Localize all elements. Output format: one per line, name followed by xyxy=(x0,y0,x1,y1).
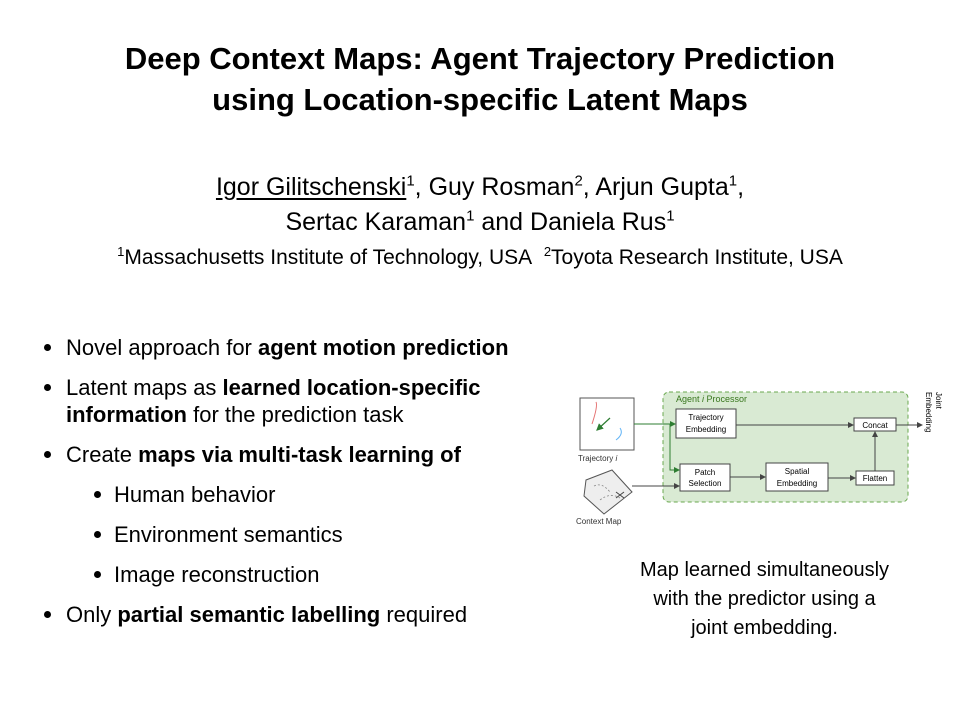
bullet-dot-icon xyxy=(44,344,51,351)
bullet-text: required xyxy=(380,602,468,627)
bullet-item: Latent maps as learned location-specific… xyxy=(44,374,584,428)
joint-embedding-label: Joint xyxy=(934,392,943,410)
caption-line-2: with the predictor using a xyxy=(653,588,876,610)
bullet-dot-icon xyxy=(44,451,51,458)
agent-processor-label: Agent i Processor xyxy=(676,394,747,404)
author-line-1: Igor Gilitschenski1, Guy Rosman2, Arjun … xyxy=(0,170,960,205)
diagram-caption: Map learned simultaneously with the pred… xyxy=(592,556,937,643)
bullet-bold-text: partial semantic labelling xyxy=(117,602,381,627)
context-map-texture-icon xyxy=(593,484,621,501)
caption-line-3: joint embedding. xyxy=(691,617,838,639)
affil-2: Toyota Research Institute, USA xyxy=(551,246,843,269)
author-list: Igor Gilitschenski1, Guy Rosman2, Arjun … xyxy=(0,170,960,240)
bullet-text: for the prediction task xyxy=(187,402,404,427)
author-daniela: Daniela Rus xyxy=(530,208,667,236)
sub-bullet-text: Image reconstruction xyxy=(114,562,320,587)
edge-trajectory-to-patch xyxy=(669,424,680,473)
trajectory-embedding-label: Trajectory xyxy=(688,413,723,422)
joint-embedding-label: Embedding xyxy=(924,392,933,432)
author-arjun-affil: 1 xyxy=(728,172,738,190)
author-sertac-affil: 1 xyxy=(466,207,475,225)
author-sep: , xyxy=(414,173,429,201)
bullet-item: Create maps via multi-task learning of xyxy=(44,441,584,468)
sub-bullet-item: Human behavior xyxy=(44,481,584,508)
patch-selection-label: Selection xyxy=(689,479,722,488)
bullet-dot-icon xyxy=(94,571,101,578)
trajectory-image xyxy=(579,397,635,451)
affil-2-sup: 2 xyxy=(543,244,552,259)
sub-bullet-text: Environment semantics xyxy=(114,522,343,547)
affil-1-sup: 1 xyxy=(117,244,125,259)
author-arjun: Arjun Gupta xyxy=(595,173,729,201)
author-sep: , xyxy=(582,173,596,201)
title-line-1: Deep Context Maps: Agent Trajectory Pred… xyxy=(124,41,836,76)
spatial-embedding-box xyxy=(765,462,829,492)
patch-selection-label: Patch xyxy=(695,468,715,477)
bullet-bold-text: maps via multi-task learning of xyxy=(138,442,461,467)
bullet-dot-icon xyxy=(94,491,101,498)
concat-label: Concat xyxy=(862,421,888,430)
bullet-dot-icon xyxy=(44,384,51,391)
bullet-text: Create xyxy=(66,442,139,467)
context-map-cross-icon xyxy=(615,491,625,499)
spatial-embedding-label: Spatial xyxy=(785,467,810,476)
sub-bullet-text: Human behavior xyxy=(114,482,276,507)
architecture-diagram: Agent i Processor Trajectory i Context M… xyxy=(576,391,943,526)
bullet-text: Novel approach for xyxy=(66,335,258,360)
author-sertac: Sertac Karaman xyxy=(285,208,467,236)
trajectory-arrow-icon xyxy=(596,417,611,431)
bullet-text: Only xyxy=(66,602,118,627)
affiliations: 1Massachusetts Institute of Technology, … xyxy=(0,244,960,272)
trajectory-embedding-label: Embedding xyxy=(686,425,726,434)
author-igor-affil: 1 xyxy=(406,172,415,190)
bullet-bold-text: learned location-specific information xyxy=(66,375,481,427)
bullet-dot-icon xyxy=(44,611,51,618)
trajectory-embedding-box xyxy=(675,408,737,439)
author-sep: , xyxy=(737,173,745,201)
author-and: and xyxy=(474,208,531,236)
trajectory-curve-icon xyxy=(591,401,597,425)
caption-line-1: Map learned simultaneously xyxy=(639,559,890,581)
bullet-item: Only partial semantic labelling required xyxy=(44,601,584,628)
author-daniela-affil: 1 xyxy=(666,207,675,225)
sub-bullet-item: Image reconstruction xyxy=(44,561,584,588)
context-map-image xyxy=(583,469,633,515)
flatten-label: Flatten xyxy=(863,474,887,483)
bullet-dot-icon xyxy=(94,531,101,538)
title-line-2: using Location-specific Latent Maps xyxy=(212,82,748,117)
bullet-item: Novel approach for agent motion predicti… xyxy=(44,334,584,361)
author-guy: Guy Rosman xyxy=(428,173,575,201)
author-igor: Igor Gilitschenski xyxy=(215,173,407,201)
bullet-text: Latent maps as xyxy=(66,375,223,400)
sub-bullet-item: Environment semantics xyxy=(44,521,584,548)
affil-1: Massachusetts Institute of Technology, U… xyxy=(124,246,533,269)
author-line-2: Sertac Karaman1 and Daniela Rus1 xyxy=(0,205,960,240)
trajectory-curve-icon xyxy=(615,427,622,441)
context-map-label: Context Map xyxy=(576,517,622,526)
author-guy-affil: 2 xyxy=(574,172,583,190)
bullet-bold-text: agent motion prediction xyxy=(258,335,509,360)
bullet-list: Novel approach for agent motion predicti… xyxy=(44,334,584,641)
trajectory-label: Trajectory i xyxy=(578,454,618,463)
paper-title: Deep Context Maps: Agent Trajectory Pred… xyxy=(0,38,960,120)
spatial-embedding-label: Embedding xyxy=(777,479,817,488)
